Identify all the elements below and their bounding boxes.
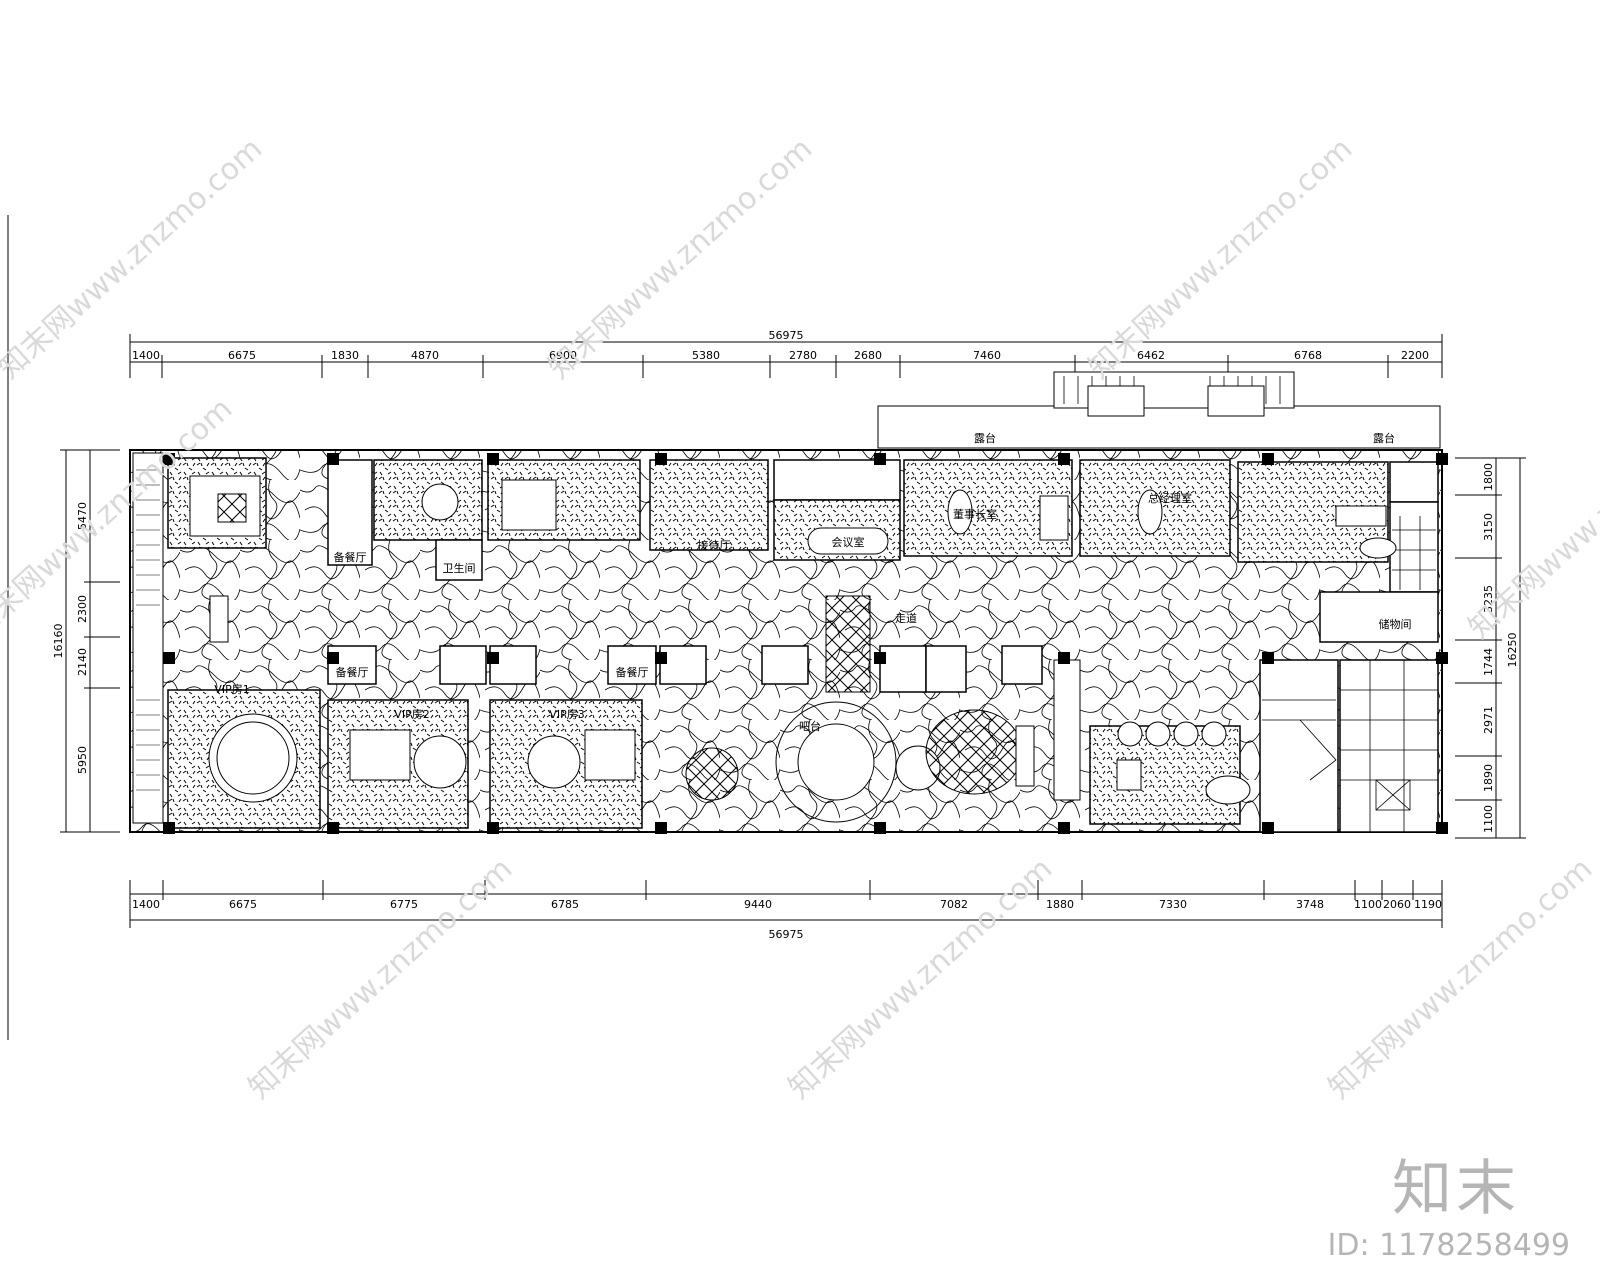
top-dim-label: 2780 bbox=[789, 349, 817, 362]
brand-logo: 知末 bbox=[1392, 1154, 1520, 1224]
top-dim-label: 4870 bbox=[411, 349, 439, 362]
bar-label: 吧台 bbox=[799, 719, 821, 733]
bottom-dim-label: 9440 bbox=[744, 898, 772, 911]
top-dim-label: 6675 bbox=[228, 349, 256, 362]
watermark-text: 知末网www.znzmo.com bbox=[1322, 851, 1599, 1106]
top-dim-label: 2200 bbox=[1401, 349, 1429, 362]
wc-label: 卫生间 bbox=[443, 561, 476, 575]
bottom-dim-label: 7082 bbox=[940, 898, 968, 911]
vip1-label: VIP房1 bbox=[214, 683, 249, 696]
chairman-label: 董事长室 bbox=[953, 507, 997, 521]
left-stair bbox=[132, 452, 164, 824]
left-total-dim: 16160 bbox=[52, 624, 65, 659]
watermark-text: 知末网www.znzmo.com bbox=[0, 131, 269, 386]
bottom-dim-labels: 1400 6675 6775 6785 9440 7082 1880 7330 … bbox=[132, 898, 1442, 911]
balcony-label: 露台 bbox=[1373, 431, 1395, 445]
left-dim-label: 5950 bbox=[76, 746, 89, 774]
storage-label: 储物间 bbox=[1379, 617, 1412, 631]
bottom-dim-label: 2060 bbox=[1383, 898, 1411, 911]
right-dimensions bbox=[1455, 457, 1526, 839]
upper-rooms bbox=[167, 457, 1439, 643]
vip3-label: VIP房3 bbox=[549, 708, 584, 721]
bottom-dim-label: 1190 bbox=[1414, 898, 1442, 911]
room-labels: VIP房1 VIP房2 VIP房3 会议室 走道 备餐厅 备餐厅 备餐厅 卫生间… bbox=[214, 491, 1411, 733]
bottom-dim-label: 1880 bbox=[1046, 898, 1074, 911]
bottom-dim-label: 1100 bbox=[1354, 898, 1382, 911]
right-dim-label: 1100 bbox=[1482, 805, 1495, 833]
right-dim-label: 3150 bbox=[1482, 513, 1495, 541]
service-grid bbox=[1262, 516, 1438, 832]
bottom-dim-label: 6675 bbox=[229, 898, 257, 911]
backup-room-label: 备餐厅 bbox=[616, 665, 649, 679]
meeting-label: 会议室 bbox=[832, 535, 865, 549]
gm-label: 总经理室 bbox=[1148, 491, 1192, 505]
right-dim-label: 2971 bbox=[1482, 706, 1495, 734]
overall-dim-bottom: 56975 bbox=[769, 928, 804, 941]
image-id: ID: 1178258499 bbox=[1327, 1228, 1570, 1263]
columns bbox=[163, 453, 1448, 834]
left-dim-label: 2140 bbox=[76, 648, 89, 676]
bottom-dim-label: 7330 bbox=[1159, 898, 1187, 911]
bottom-dim-label: 3748 bbox=[1296, 898, 1324, 911]
backup-room-label: 备餐厅 bbox=[336, 665, 369, 679]
top-dim-label: 1830 bbox=[331, 349, 359, 362]
backup-room-label: 备餐厅 bbox=[334, 550, 367, 564]
top-dim-label: 7460 bbox=[973, 349, 1001, 362]
balcony bbox=[877, 371, 1441, 449]
right-dim-label: 1744 bbox=[1482, 648, 1495, 676]
right-dim-label: 1890 bbox=[1482, 764, 1495, 792]
corridor-label: 走道 bbox=[895, 611, 917, 625]
bottom-dim-label: 6785 bbox=[551, 898, 579, 911]
bottom-dim-label: 1400 bbox=[132, 898, 160, 911]
vip2-label: VIP房2 bbox=[394, 708, 429, 721]
watermark-text: 知末网www.znzmo.com bbox=[542, 131, 819, 386]
balcony-label: 露台 bbox=[974, 431, 996, 445]
watermark-text: 知末网www.znzmo.com bbox=[242, 851, 519, 1106]
bottom-dimensions bbox=[129, 880, 1443, 928]
top-dim-labels: 1400 6675 1830 4870 6900 5380 2780 2680 … bbox=[132, 349, 1429, 362]
top-dim-label: 1400 bbox=[132, 349, 160, 362]
top-dim-label: 6768 bbox=[1294, 349, 1322, 362]
right-dim-label: 3235 bbox=[1482, 585, 1495, 613]
reception-label: 接待厅 bbox=[698, 538, 731, 552]
top-dim-label: 2680 bbox=[854, 349, 882, 362]
watermark-text: 知末网www.znzmo.com bbox=[782, 851, 1059, 1106]
watermark-text: 知末网www.znzmo.com bbox=[1082, 131, 1359, 386]
top-dim-label: 6462 bbox=[1137, 349, 1165, 362]
lattice-screen bbox=[825, 595, 871, 693]
top-dim-label: 6900 bbox=[549, 349, 577, 362]
bottom-dim-label: 6775 bbox=[390, 898, 418, 911]
left-dim-label: 5470 bbox=[76, 502, 89, 530]
furniture bbox=[189, 475, 1397, 823]
top-dim-label: 5380 bbox=[692, 349, 720, 362]
right-dim-label: 1800 bbox=[1482, 463, 1495, 491]
overall-dim-top: 56975 bbox=[769, 329, 804, 342]
left-dim-label: 2300 bbox=[76, 595, 89, 623]
left-dimensions bbox=[60, 449, 120, 833]
right-total-dim: 16250 bbox=[1506, 633, 1519, 668]
